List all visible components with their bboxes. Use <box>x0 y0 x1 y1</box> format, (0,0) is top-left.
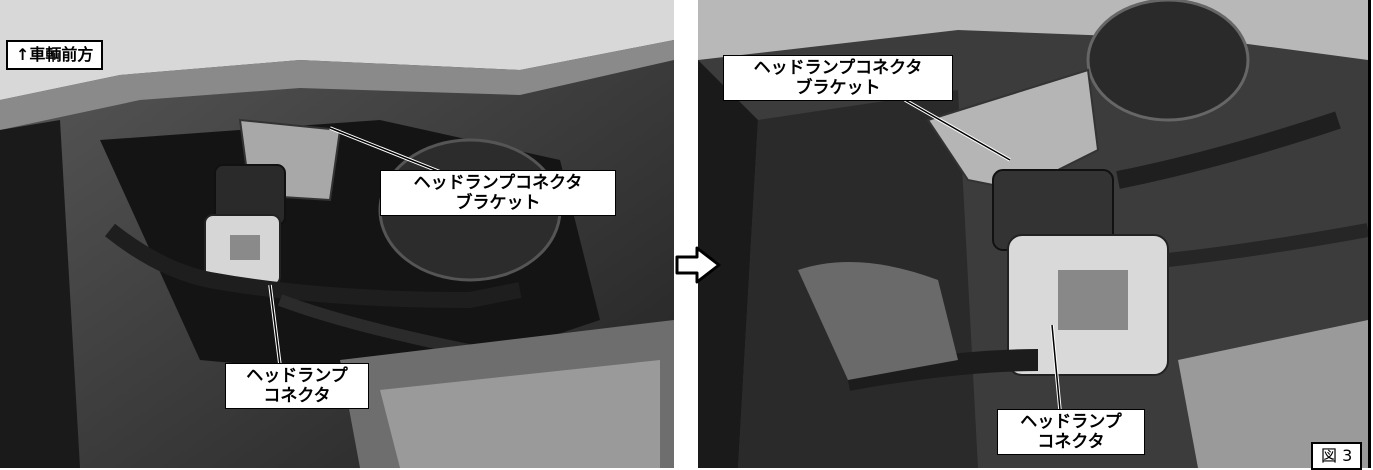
right-headlamp-connector-bracket-callout: ヘッドランプコネクタ ブラケット <box>723 55 953 101</box>
callout-line: ブラケット <box>795 78 881 98</box>
right-frame-border <box>1368 0 1371 468</box>
callout-line: ヘッドランプコネクタ <box>413 173 583 193</box>
callout-line: ヘッドランプコネクタ <box>753 58 923 78</box>
callout-line: ヘッドランプ <box>246 366 348 386</box>
left-headlamp-connector-callout: ヘッドランプ コネクタ <box>225 363 369 409</box>
callout-line: ブラケット <box>455 193 541 213</box>
figure-number-label: 図 3 <box>1311 442 1363 470</box>
vehicle-front-direction-label: ↑車輌前方 <box>6 40 104 70</box>
callout-line: ヘッドランプ <box>1020 412 1122 432</box>
right-arrow-icon <box>675 246 721 284</box>
right-headlamp-connector-callout: ヘッドランプ コネクタ <box>997 409 1145 455</box>
right-connector-closeup-photo <box>698 0 1368 468</box>
left-headlamp-connector-bracket-callout: ヘッドランプコネクタ ブラケット <box>380 170 616 216</box>
callout-line: コネクタ <box>263 386 331 406</box>
right-photo-drawing <box>698 0 1368 468</box>
callout-line: コネクタ <box>1037 432 1105 452</box>
